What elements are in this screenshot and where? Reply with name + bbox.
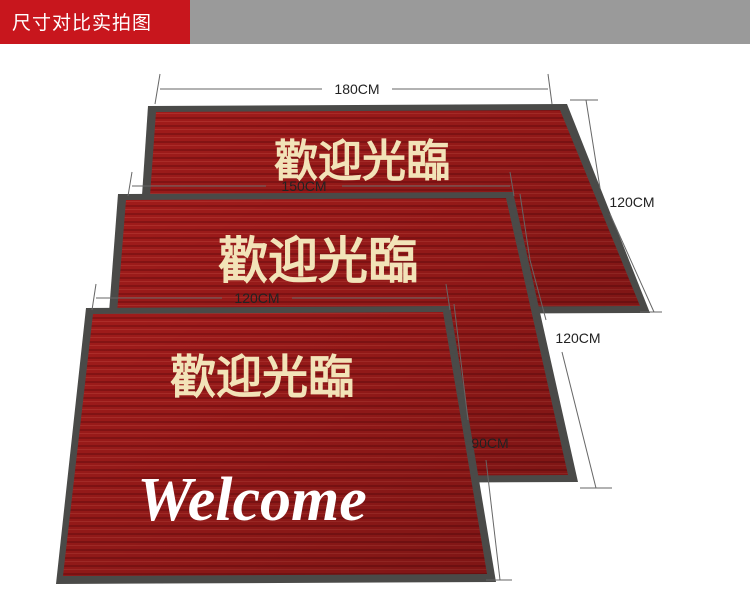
header-tab: 尺寸对比实拍图 — [0, 0, 190, 44]
dim-label-small-height: 90CM — [471, 435, 508, 451]
header-bar: 尺寸对比实拍图 — [0, 0, 750, 44]
page-title: 尺寸对比实拍图 — [12, 12, 153, 34]
dim-label-small-width: 120CM — [234, 290, 279, 306]
dim-label-large-height: 120CM — [609, 194, 654, 210]
dim-label-medium-height: 120CM — [555, 330, 600, 346]
mat-size-comparison-photo: 歡迎光臨 歡迎光臨 歡迎光臨 Welcome — [56, 73, 662, 584]
mat-large-text: 歡迎光臨 — [274, 136, 450, 187]
mat-medium-text: 歡迎光臨 — [218, 231, 418, 290]
dim-label-large-width: 180CM — [334, 81, 379, 97]
dim-label-medium-width: 150CM — [281, 178, 326, 194]
mat-small: 歡迎光臨 Welcome — [56, 306, 496, 584]
dimension-lines — [91, 73, 662, 581]
mat-small-welcome-text: Welcome — [137, 466, 367, 534]
header-band — [190, 0, 750, 44]
mat-small-text: 歡迎光臨 — [170, 350, 354, 404]
